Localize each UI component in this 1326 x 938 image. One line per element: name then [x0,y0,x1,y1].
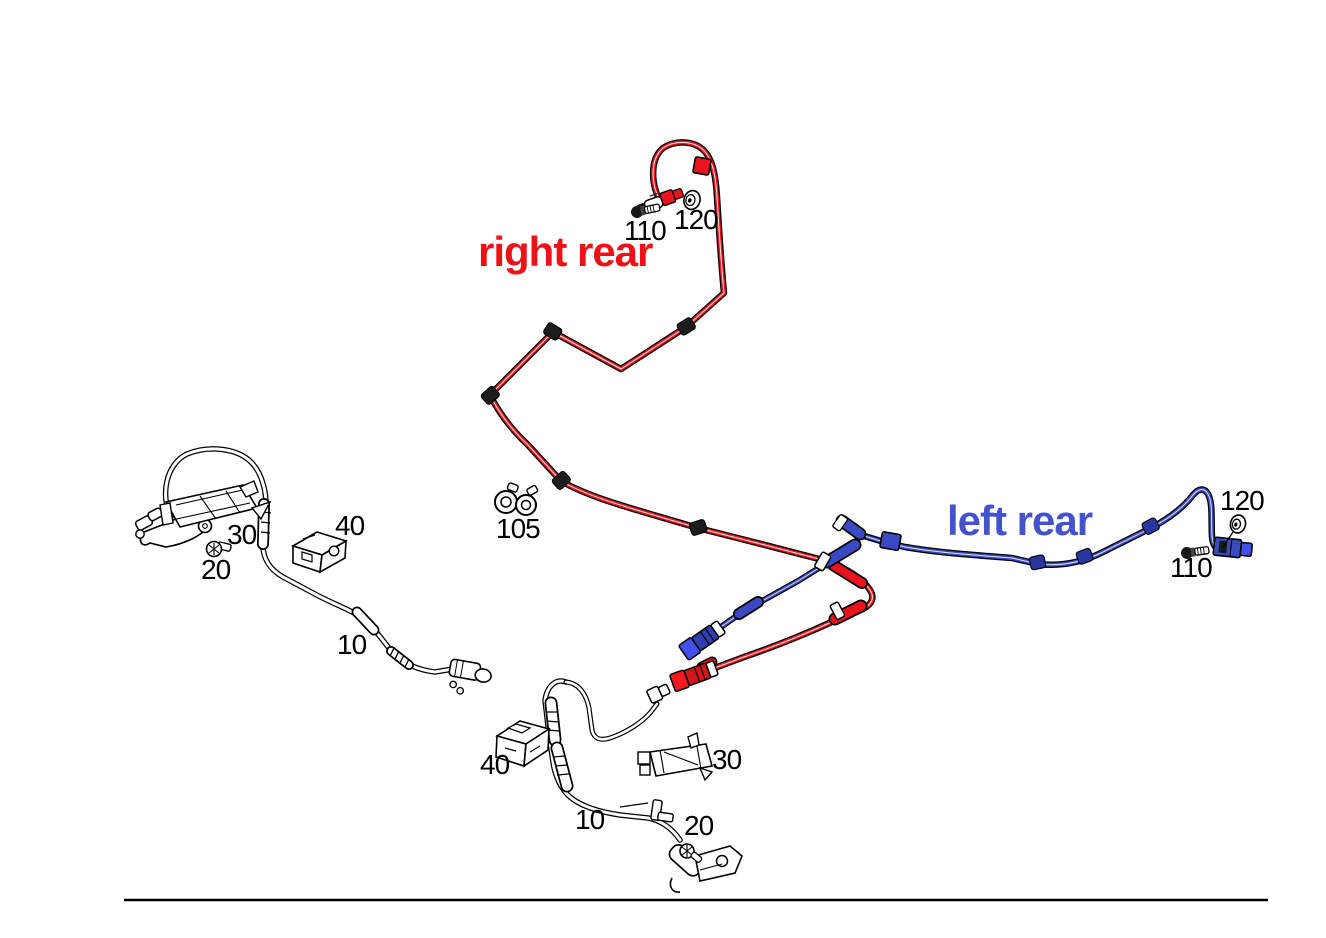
part-label-110-right: 110 [1170,552,1213,583]
part-label-20-bottom: 20 [684,810,714,841]
left-sensor-cable-10-drawing [134,449,492,695]
left-rear-section-label: left rear [947,497,1093,544]
part-label-10-left: 10 [337,629,367,660]
grommet-leader-line [1222,531,1234,548]
part-label-110-top: 110 [624,215,667,246]
part-label-120-top: 120 [674,204,719,235]
bottom-sensor-head [668,844,743,893]
bottom-bracket-30 [637,731,714,782]
red-cable-clips [480,317,708,536]
part-label-10-bottom: 10 [575,804,605,835]
part-label-120-right: 120 [1220,485,1265,516]
right-rear-harness-drawing [480,142,872,693]
part-label-105: 105 [496,513,541,544]
left-bolt-20 [205,540,232,558]
part-label-40-left: 40 [335,510,365,541]
left-cable-connector [448,658,492,695]
red-cable-clip [692,156,712,176]
right-rear-grommet-120 [683,189,701,211]
left-clip-40 [291,531,348,574]
blue-inline-connector [879,531,902,552]
part-label-40-bottom: 40 [480,749,510,780]
bottom-bolt-20 [679,843,703,863]
part-label-30-left: 30 [227,519,257,550]
right-rear-bolt-110 [631,203,661,218]
left-rear-grommet-120 [1229,514,1247,534]
left-rear-sensor-connector [1212,536,1254,559]
right-rear-section-label: right rear [478,228,653,275]
part-label-20-left: 20 [201,554,231,585]
left-rear-harness-drawing [678,490,1254,661]
bottom-cable-connector [646,683,671,704]
cable-clip-105-drawing [494,482,539,516]
blue-cable-clips [1028,517,1160,571]
left-bracket-30 [159,480,272,528]
bottom-sensor-cable-10-drawing [495,681,743,893]
blue-harness-connector [678,620,726,661]
red-harness-connector [669,660,719,693]
left-rear-bolt-110 [1181,546,1210,559]
part-label-30-bottom: 30 [712,744,742,775]
bottom-clip-40 [495,720,551,768]
bottom-cable-t-bracket [619,799,674,823]
